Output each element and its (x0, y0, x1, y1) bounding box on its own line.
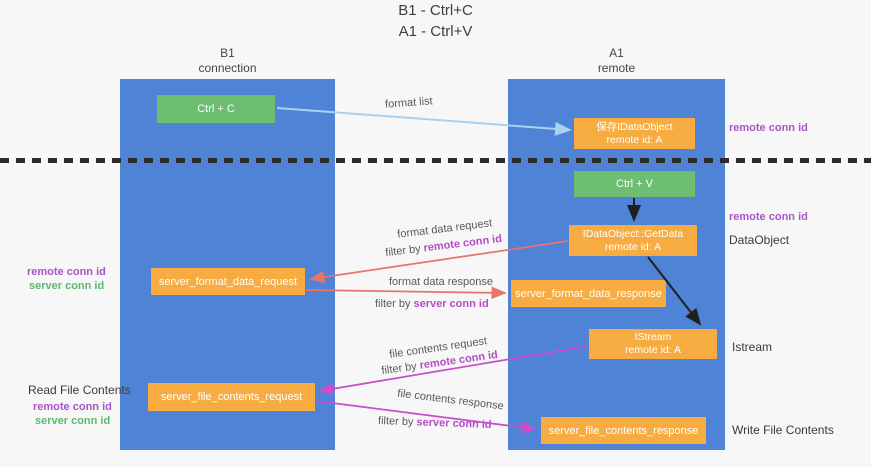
server-conn-id-label-left1: server conn id (29, 280, 105, 292)
istream-side-label: Istream (732, 340, 773, 354)
filter-by-prefix: filter by (380, 360, 418, 378)
lane-b1-name: B1 (220, 46, 235, 60)
server-file-contents-response-label: server_file_contents_response (548, 424, 699, 437)
getdata-line1: IDataObject::GetData (582, 227, 684, 240)
save-idataobject-box: 保存IDataObject remote id: A (574, 118, 695, 149)
lane-a1-name: A1 (609, 46, 624, 60)
write-file-contents-label: Write File Contents (732, 423, 834, 437)
server-conn-id-highlight: server conn id (413, 298, 489, 310)
lane-a1-subtitle: remote (597, 61, 636, 75)
filter-by-prefix: filter by (377, 415, 414, 429)
lane-header-a1: A1 remote (508, 46, 725, 76)
remote-conn-id-label-left1: remote conn id (27, 266, 106, 278)
dataobject-label: DataObject (729, 233, 790, 247)
server-format-data-response-box: server_format_data_response (511, 280, 666, 307)
file-contents-response-arrow-label: file contents response (396, 387, 505, 413)
server-conn-id-label-left2: server conn id (35, 415, 111, 427)
istream-line1: IStream (634, 331, 672, 343)
ctrl-v-box: Ctrl + V (574, 171, 695, 197)
save-idataobject-line2: remote id: A (606, 133, 663, 146)
diagram-title: B1 - Ctrl+C A1 - Ctrl+V (0, 0, 871, 42)
save-idataobject-line1: 保存IDataObject (596, 120, 673, 133)
istream-box: IStream remote id: A (589, 329, 717, 359)
filter-by-prefix: filter by (375, 298, 411, 310)
istream-line2: remote id: A (624, 344, 682, 356)
server-format-data-request-label: server_format_data_request (158, 275, 298, 288)
server-file-contents-response-box: server_file_contents_response (541, 417, 706, 444)
idataobject-getdata-box: IDataObject::GetData remote id: A (569, 225, 697, 256)
remote-conn-id-label-mid: remote conn id (729, 211, 808, 223)
remote-conn-id-label-left2: remote conn id (33, 401, 112, 413)
filter-by-prefix: filter by (384, 242, 422, 260)
server-file-contents-request-label: server_file_contents_request (160, 391, 303, 403)
lane-header-b1: B1 connection (120, 46, 335, 76)
read-file-contents-label: Read File Contents (28, 383, 131, 397)
ctrl-v-label: Ctrl + V (616, 178, 653, 190)
server-format-data-response-label: server_format_data_response (515, 287, 662, 300)
server-format-data-request-box: server_format_data_request (151, 268, 305, 295)
ctrl-c-label: Ctrl + C (197, 103, 235, 115)
server-file-contents-request-box: server_file_contents_request (148, 383, 315, 411)
machine-boundary-dashed-line (0, 158, 871, 163)
server-conn-id-highlight: server conn id (416, 416, 492, 431)
format-data-response-arrow-label: format data response (389, 276, 493, 288)
lane-b1-subtitle: connection (198, 61, 257, 75)
title-line-1: B1 - Ctrl+C (398, 2, 473, 19)
ctrl-c-box: Ctrl + C (157, 95, 275, 123)
title-line-2: A1 - Ctrl+V (398, 23, 473, 40)
format-data-response-arrow (305, 286, 507, 300)
getdata-line2: remote id: A (604, 240, 662, 253)
format-list-arrow-label: format list (384, 95, 434, 111)
remote-conn-id-label-top: remote conn id (729, 122, 808, 134)
